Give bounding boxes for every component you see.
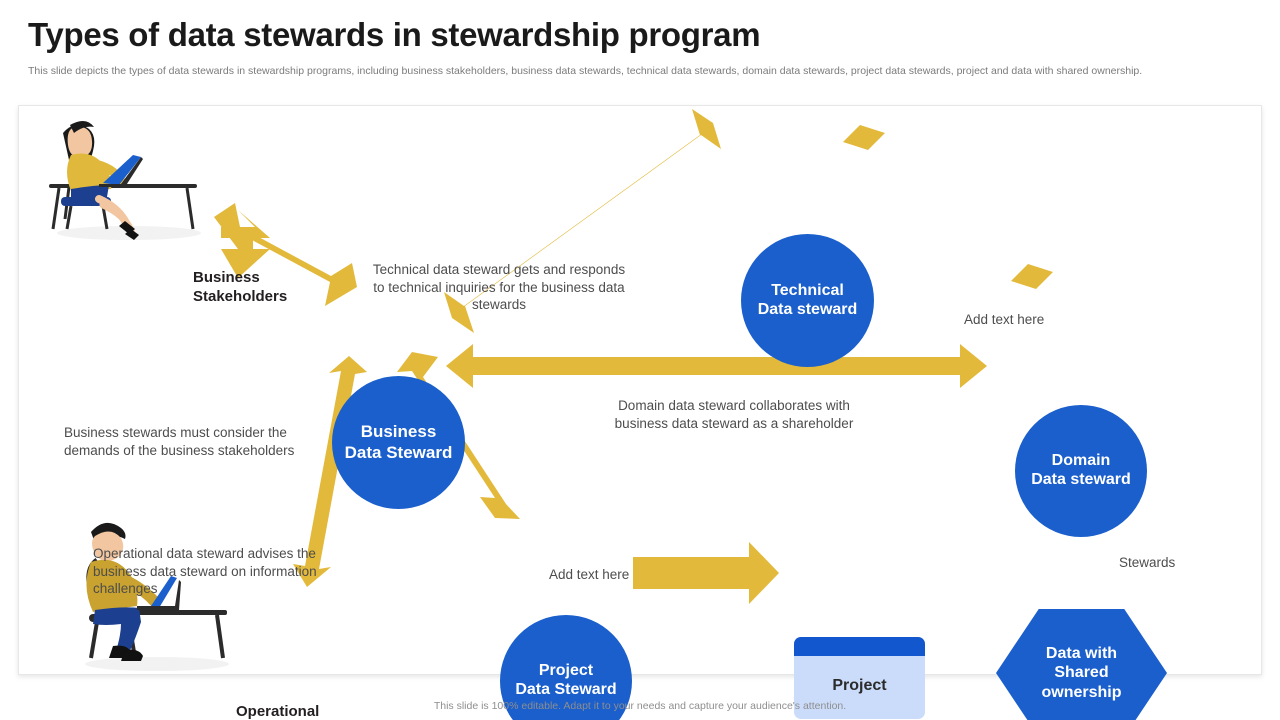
node-label-line: Data steward: [757, 300, 858, 318]
chair-leg-icon: [89, 621, 99, 659]
torso-icon: [86, 559, 138, 612]
diagram-frame: Business Stakeholders: [18, 105, 1262, 720]
node-label-line: Technical: [771, 281, 844, 299]
floor-shadow: [85, 657, 229, 671]
head-icon: [92, 531, 124, 562]
node-label-line: Project: [538, 662, 594, 680]
operational-steward-illustration: [85, 522, 229, 671]
node-domain-data-steward[interactable]: Domain Data steward: [1015, 405, 1147, 537]
arrow-stakeholders-business-shaft: [214, 203, 357, 306]
note-stewards: Stewards: [1119, 555, 1176, 570]
note-add-text-center: Add text here: [549, 567, 630, 582]
diagram-canvas: Business Stakeholders: [19, 106, 1261, 720]
page-title: Types of data stewards in stewardship pr…: [28, 16, 761, 53]
node-business-data-steward[interactable]: Business Data Steward: [332, 376, 465, 509]
shoe-icon: [121, 649, 143, 661]
node-label-line: ownership: [1041, 683, 1122, 701]
note-technical-inquiries: Technical data steward gets and responds…: [372, 262, 626, 312]
business-stakeholder-illustration: [49, 120, 201, 240]
note-domain-collaborates: Domain data steward collaborates with bu…: [614, 398, 854, 431]
hair-front-icon: [70, 120, 94, 133]
node-label-line: Domain: [1051, 452, 1111, 470]
node-project-data-steward[interactable]: Project Data Steward: [500, 615, 632, 720]
arrow-technical-domain: [843, 125, 1053, 289]
node-label-line: Shared: [1054, 664, 1109, 682]
laptop-screen-icon: [151, 576, 177, 608]
desk-leg-icon: [51, 187, 61, 230]
card-header-bar: [794, 637, 925, 656]
node-project-card[interactable]: Project: [794, 637, 925, 719]
note-operational-advises: Operational data steward advises the bus…: [93, 546, 317, 596]
shoe-icon: [125, 229, 139, 240]
trousers-icon: [93, 607, 141, 656]
label-line: Operational: [236, 703, 320, 720]
slide-footer-note: This slide is 100% editable. Adapt it to…: [433, 700, 847, 712]
note-add-text-top-right: Add text here: [964, 312, 1045, 327]
head-icon: [67, 126, 93, 158]
node-technical-data-steward[interactable]: Technical Data steward: [741, 234, 874, 367]
node-label-line: Data with: [1045, 645, 1118, 663]
node-label-line: Data Steward: [344, 442, 453, 462]
node-label-line: Business: [360, 422, 437, 442]
arrow-business-operational: [293, 356, 367, 587]
node-label-line: Data Steward: [515, 681, 617, 698]
label-operational-data-stewards: Operational Data Stewards: [236, 703, 339, 720]
label-business-stakeholders: Business Stakeholders: [193, 269, 287, 307]
label-line: Stakeholders: [193, 287, 288, 305]
desk-top-icon: [117, 610, 227, 615]
laptop-base-icon: [99, 157, 143, 187]
desk-leg-icon: [215, 614, 225, 659]
chair-leg-icon: [65, 205, 73, 230]
laptop-base-icon: [137, 580, 181, 610]
page-subtitle: This slide depicts the types of data ste…: [28, 65, 1143, 77]
card-label: Project: [832, 677, 887, 694]
arrow-business-domain: [446, 344, 987, 388]
label-line: Business: [193, 269, 260, 286]
arm-icon: [105, 568, 161, 608]
desk-leg-icon: [185, 187, 195, 230]
laptop-screen-icon: [103, 155, 141, 185]
arrow-project-card: [633, 542, 779, 604]
node-label-line: Data steward: [1031, 471, 1131, 488]
chair-leg-icon: [101, 205, 109, 230]
note-business-demands: Business stewards must consider the dema…: [64, 425, 295, 458]
